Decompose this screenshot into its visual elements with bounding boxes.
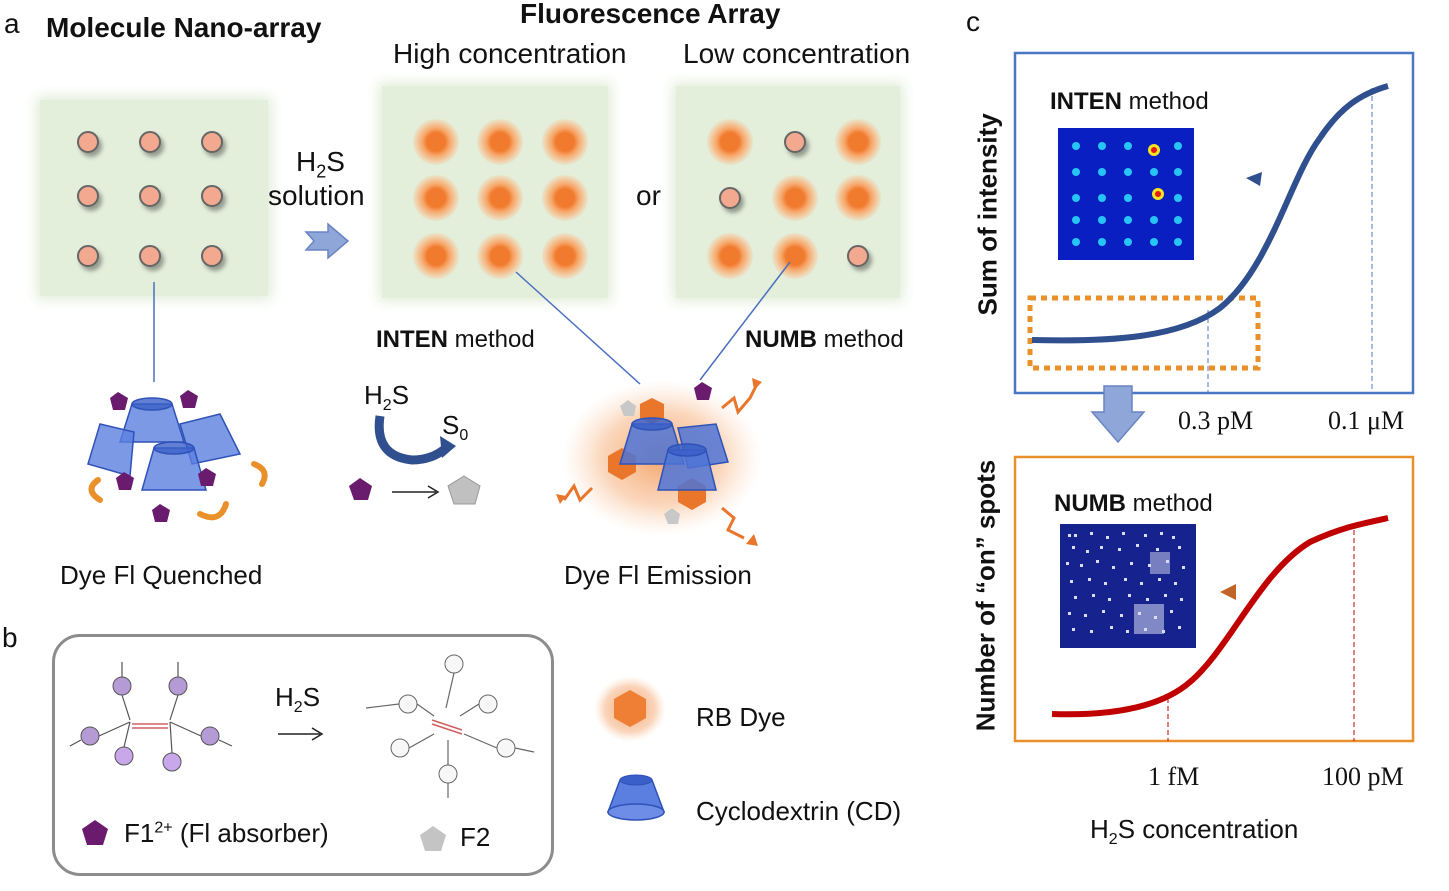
fluorescent-spot <box>413 119 459 165</box>
reaction-curved-arrow-icon <box>374 415 456 465</box>
h2s-label: H2S <box>296 146 345 182</box>
array-dot <box>77 131 99 153</box>
top-tick-2: 0.1 μM <box>1328 406 1405 435</box>
fluorescent-spot <box>477 119 523 165</box>
fluorescent-spot <box>772 233 818 279</box>
bottom-tick-1: 1 fM <box>1148 762 1200 791</box>
fluorescent-spot <box>413 233 459 279</box>
rb-dye-icon <box>594 676 666 742</box>
fluorescent-spot <box>413 175 459 221</box>
top-method-label: INTEN method <box>1050 88 1209 115</box>
reaction-box <box>52 634 554 876</box>
f1-pentagon-icon <box>82 820 108 845</box>
array-dot <box>77 245 99 267</box>
high-concentration-label: High concentration <box>393 38 627 69</box>
fluorescent-spot <box>772 175 818 221</box>
f1-molecule-structure <box>69 662 233 772</box>
fluorescent-spot <box>835 119 881 165</box>
numb-method-label: NUMB method <box>745 326 904 353</box>
reaction-arrow-icon <box>349 475 481 505</box>
pointer-triangle <box>1246 172 1262 186</box>
fluorescent-spot <box>835 175 881 221</box>
f2-molecule-structure <box>365 654 535 798</box>
cyclodextrin-icon <box>606 774 666 821</box>
array-dot <box>847 245 869 267</box>
low-concentration-label: Low concentration <box>683 38 911 69</box>
reaction-arrow-icon-b <box>278 727 324 741</box>
or-label: or <box>636 180 661 211</box>
emission-caption: Dye Fl Emission <box>564 560 752 590</box>
panel-b-letter: b <box>2 622 18 653</box>
inten-curve <box>1031 83 1389 344</box>
f2-label: F2 <box>460 822 491 852</box>
fluorescence-array-title: Fluorescence Array <box>520 0 781 29</box>
fluorescent-spot <box>542 233 588 279</box>
f1-label: F12+ (Fl absorber) <box>124 818 329 848</box>
top-ylabel: Sum of intensity <box>972 113 1003 316</box>
f2-pentagon-icon <box>420 826 446 851</box>
fluorescent-spot <box>707 233 753 279</box>
fluorescent-spot <box>707 119 753 165</box>
molecule-nano-array-title: Molecule Nano-array <box>46 12 322 43</box>
s0-label: S0 <box>442 410 469 445</box>
array-dot <box>201 185 223 207</box>
reaction-h2s-label: H2S <box>364 380 410 415</box>
array-dot <box>719 187 741 209</box>
top-tick-1: 0.3 pM <box>1178 406 1254 435</box>
array-dot <box>77 185 99 207</box>
array-dot <box>139 185 161 207</box>
legend-cyclodextrin: Cyclodextrin (CD) <box>696 796 902 826</box>
quenched-caption: Dye Fl Quenched <box>60 560 263 590</box>
solution-label: solution <box>268 180 365 211</box>
numb-spots-image <box>1060 524 1196 648</box>
array-dot <box>201 245 223 267</box>
bottom-ylabel: Number of “on” spots <box>970 459 1001 732</box>
bottom-method-label: NUMB method <box>1054 490 1213 517</box>
panel-c-letter: c <box>966 6 980 37</box>
array-dot <box>784 131 806 153</box>
quenched-complex-illustration <box>87 390 268 522</box>
array-dot <box>139 131 161 153</box>
down-arrow-icon <box>1090 385 1146 444</box>
x-axis-label: H2S concentration <box>1090 814 1299 849</box>
pointer-triangle <box>1220 584 1236 600</box>
emission-complex-illustration <box>556 378 762 546</box>
right-arrow-icon <box>304 222 350 260</box>
fluorescent-spot <box>542 175 588 221</box>
low-region-highlight <box>1027 295 1261 371</box>
legend-rb-dye: RB Dye <box>696 702 786 732</box>
inten-method-label: INTEN method <box>376 326 535 353</box>
array-dot <box>139 245 161 267</box>
fluorescent-spot <box>477 233 523 279</box>
fluorescent-spot <box>542 119 588 165</box>
panel-a-letter: a <box>4 8 20 39</box>
reagent-h2s-label: H2S <box>275 682 321 717</box>
bottom-tick-2: 100 pM <box>1322 762 1404 791</box>
fluorescent-spot <box>477 175 523 221</box>
numb-curve <box>1051 515 1389 718</box>
inten-heatmap-image <box>1058 128 1194 260</box>
array-dot <box>201 131 223 153</box>
